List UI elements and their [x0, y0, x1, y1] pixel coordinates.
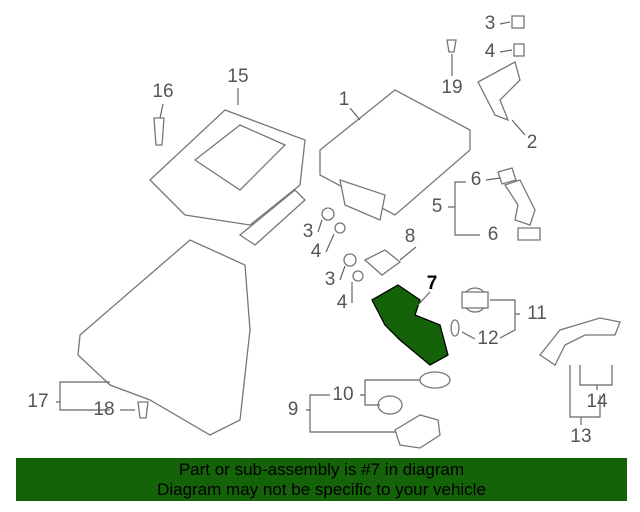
hose-13[interactable] [539, 317, 621, 366]
callout-9[interactable]: 9 [288, 399, 299, 420]
callout-15[interactable]: 15 [227, 66, 248, 87]
callout-8[interactable]: 8 [405, 226, 416, 247]
gasket-8[interactable] [363, 249, 402, 276]
callout-1[interactable]: 1 [339, 89, 350, 110]
callout-6[interactable]: 6 [471, 169, 482, 190]
bolt-4b[interactable] [334, 222, 346, 234]
callout-4[interactable]: 4 [311, 241, 322, 262]
callout-4[interactable]: 4 [337, 292, 348, 313]
air-filter-housing-15[interactable] [149, 109, 306, 226]
bolt-16[interactable] [153, 117, 165, 146]
intercooler-1[interactable] [319, 89, 471, 221]
clamp-10b[interactable] [377, 395, 403, 415]
callout-3[interactable]: 3 [485, 13, 496, 34]
banner-line-disclaimer: Diagram may not be specific to your vehi… [157, 480, 486, 499]
callout-12[interactable]: 12 [477, 328, 498, 349]
clip-18[interactable] [137, 401, 149, 419]
callout-11[interactable]: 11 [527, 303, 547, 324]
callout-4[interactable]: 4 [485, 41, 496, 62]
clamp-6b[interactable] [517, 227, 541, 241]
lower-housing-17[interactable] [77, 239, 251, 436]
callout-5[interactable]: 5 [432, 196, 443, 217]
bracket-2[interactable] [477, 61, 521, 122]
callout-7-highlighted[interactable]: 7 [427, 273, 438, 294]
callout-3[interactable]: 3 [325, 269, 336, 290]
callout-13[interactable]: 13 [570, 426, 591, 447]
valve-11[interactable] [461, 287, 489, 313]
clamp-6a[interactable] [497, 167, 517, 185]
callout-14[interactable]: 14 [586, 391, 608, 412]
leader-lines [56, 21, 613, 433]
o-ring-12[interactable] [450, 319, 460, 337]
banner-line-part: Part or sub-assembly is #7 in diagram [178, 460, 465, 479]
bolt-4-top[interactable] [513, 43, 525, 57]
callout-2[interactable]: 2 [527, 132, 538, 153]
callout-16[interactable]: 16 [152, 81, 173, 102]
part-info-banner: Part or sub-assembly is #7 in diagram Di… [16, 458, 627, 501]
hose-5[interactable] [503, 179, 536, 226]
callout-18[interactable]: 18 [93, 399, 114, 420]
screw-19[interactable] [446, 39, 457, 53]
callout-17[interactable]: 17 [27, 391, 48, 412]
grommet-3c[interactable] [343, 253, 357, 267]
clamp-10a[interactable] [419, 371, 451, 389]
hose-9[interactable] [394, 414, 441, 449]
duct-7-highlighted[interactable] [371, 284, 449, 366]
bolt-4c[interactable] [352, 270, 364, 282]
callout-3[interactable]: 3 [303, 221, 314, 242]
callout-6[interactable]: 6 [488, 224, 499, 245]
filter-element[interactable] [238, 189, 306, 246]
grommet-3b[interactable] [321, 207, 335, 221]
nut-3-top[interactable] [511, 15, 525, 29]
callout-10[interactable]: 10 [332, 384, 353, 405]
callout-19[interactable]: 19 [441, 77, 462, 98]
